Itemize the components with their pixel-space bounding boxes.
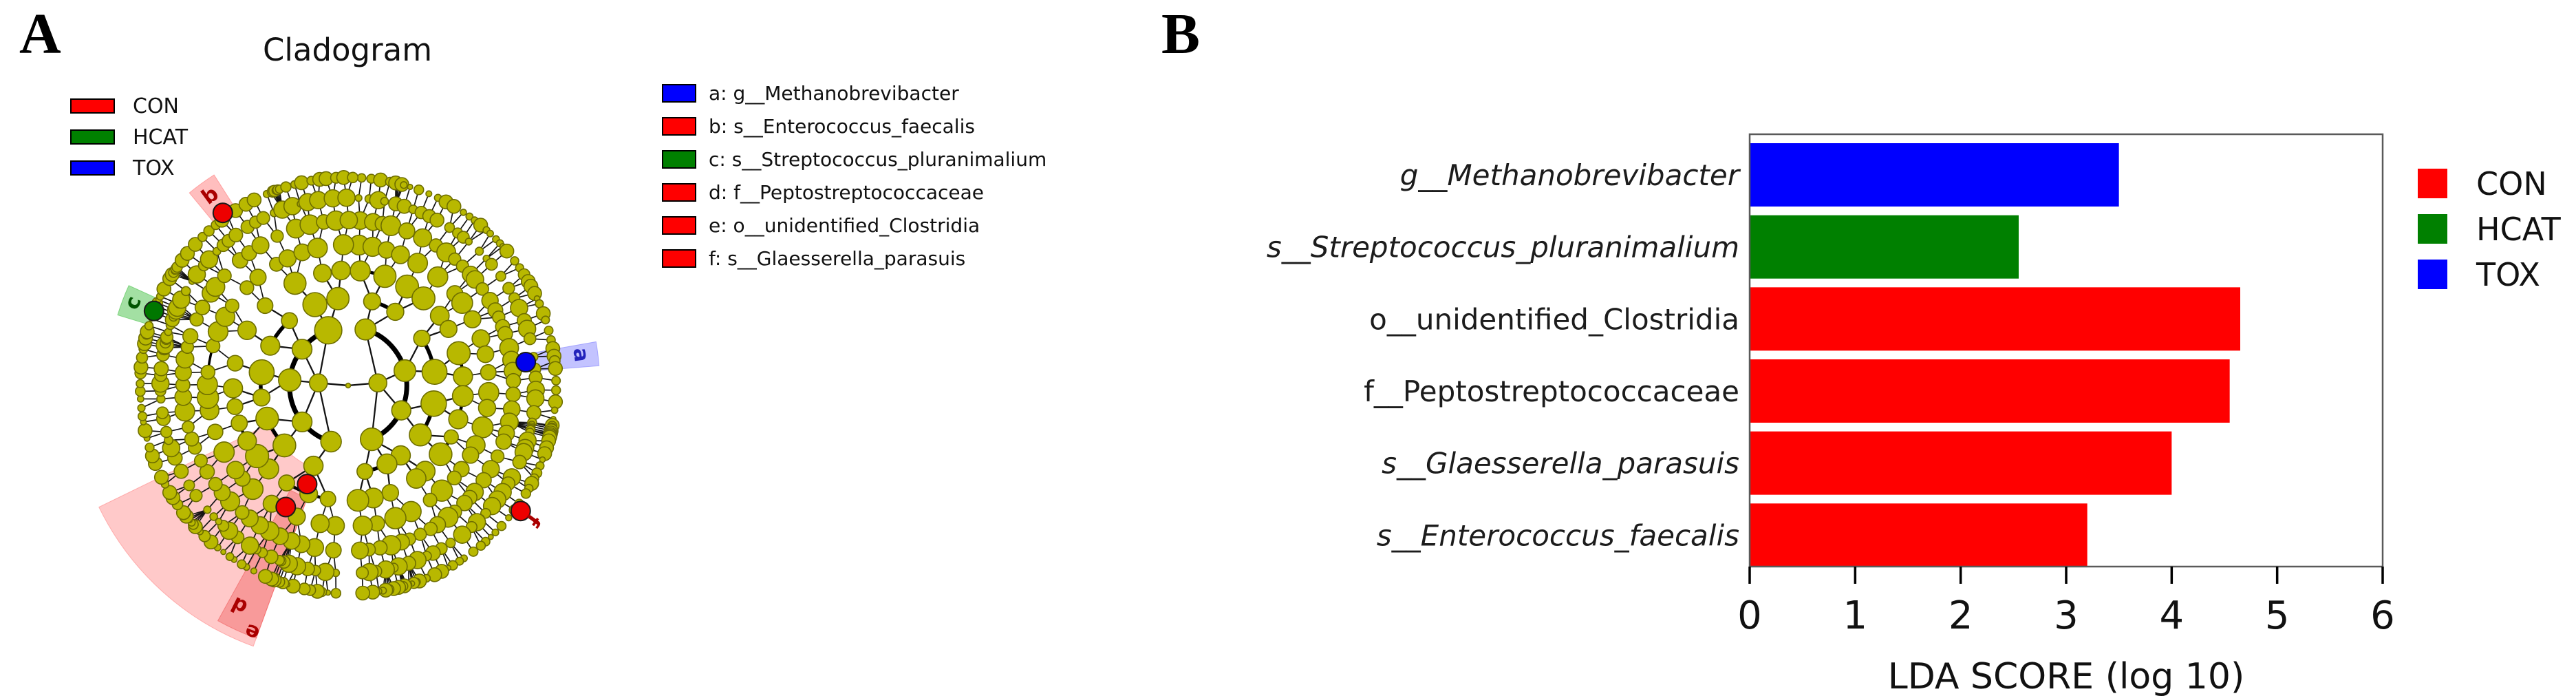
bar-g__Methanobrevibacter [1750, 143, 2119, 207]
lda-legend-item: CON [2418, 165, 2561, 202]
taxon-marker-a [515, 352, 537, 373]
group-legend-label: TOX [133, 156, 175, 180]
group-legend-label: HCAT [133, 125, 189, 149]
taxa-legend-item: e: o__unidentified_Clostridia [662, 214, 1046, 237]
lda-chart-legend: CON HCAT TOX [2418, 165, 2561, 305]
bar-s__Streptococcus_pluranimalium [1750, 215, 2019, 279]
category-label-o__unidentified_Clostridia: o__unidentified_Clostridia [1369, 302, 1739, 336]
x-tick-label-3: 3 [2054, 593, 2079, 638]
taxa-legend-item: d: f__Peptostreptococcaceae [662, 181, 1046, 204]
lda-legend-label: HCAT [2476, 210, 2561, 248]
taxa-legend-item: a: g__Methanobrevibacter [662, 82, 1046, 105]
category-label-g__Methanobrevibacter: g__Methanobrevibacter [1400, 158, 1741, 192]
lda-legend-label: TOX [2476, 255, 2540, 293]
lda-legend-label: CON [2476, 165, 2547, 202]
taxa-legend-label: e: o__unidentified_Clostridia [709, 214, 980, 237]
lda-legend-swatch [2418, 214, 2447, 244]
category-label-s__Enterococcus_faecalis: s__Enterococcus_faecalis [1377, 518, 1739, 552]
lda-legend-swatch [2418, 169, 2447, 198]
x-tick-label-0: 0 [1737, 593, 1762, 638]
group-legend-swatch [70, 160, 115, 176]
taxon-marker-c [143, 300, 164, 321]
cladogram-title: Cladogram [262, 32, 433, 68]
taxa-legend-swatch [662, 150, 696, 169]
taxa-legend: a: g__Methanobrevibacter b: s__Enterococc… [662, 82, 1047, 281]
x-axis: 0 1 2 3 4 5 6 [1737, 567, 2395, 638]
x-axis-title: LDA SCORE (log 10) [1888, 656, 2245, 696]
taxon-marker-e [275, 496, 297, 518]
x-tick-label-5: 5 [2265, 593, 2290, 638]
group-legend-item: TOX [70, 156, 188, 180]
bar-s__Glaesserella_parasuis [1750, 431, 2172, 495]
taxa-legend-swatch [662, 183, 696, 202]
category-label-s__Streptococcus_pluranimalium: s__Streptococcus_pluranimalium [1267, 231, 1739, 264]
group-legend-swatch [70, 129, 115, 145]
taxa-legend-label: b: s__Enterococcus_faecalis [709, 115, 975, 138]
bar-s__Enterococcus_faecalis [1750, 503, 2087, 567]
panel-a-label: A [19, 2, 61, 66]
taxa-legend-label: d: f__Peptostreptococcaceae [709, 181, 985, 204]
taxa-legend-swatch [662, 216, 696, 235]
bar-f__Peptostreptococcaceae [1750, 359, 2230, 423]
taxa-legend-label: a: g__Methanobrevibacter [709, 82, 959, 105]
group-legend-swatch [70, 98, 115, 114]
taxa-legend-swatch [662, 117, 696, 136]
taxon-marker-f [510, 500, 531, 522]
category-label-s__Glaesserella_parasuis: s__Glaesserella_parasuis [1382, 447, 1739, 481]
taxa-legend-item: f: s__Glaesserella_parasuis [662, 247, 1046, 270]
lda-legend-item: TOX [2418, 256, 2561, 293]
category-label-f__Peptostreptococcaceae: f__Peptostreptococcaceae [1364, 375, 1739, 408]
lda-legend-item: HCAT [2418, 211, 2561, 248]
group-legend: CON HCAT TOX [70, 94, 189, 190]
x-tick-label-6: 6 [2370, 593, 2395, 638]
group-legend-item: HCAT [70, 125, 189, 149]
taxa-legend-item: b: s__Enterococcus_faecalis [662, 115, 1046, 138]
lda-score-chart: g__Methanobrevibacter s__Streptococcus_pl… [1267, 133, 2395, 696]
taxon-marker-b [212, 202, 233, 224]
group-legend-item: CON [70, 94, 188, 118]
cladogram-nodes [133, 170, 564, 601]
bars [1750, 143, 2240, 567]
taxon-letter-a: a [568, 346, 593, 363]
taxa-legend-label: c: s__Streptococcus_pluranimalium [709, 148, 1047, 171]
taxa-legend-item: c: s__Streptococcus_pluranimalium [662, 148, 1047, 171]
x-tick-label-4: 4 [2160, 593, 2185, 638]
x-tick-label-1: 1 [1843, 593, 1868, 638]
panel-b-label: B [1161, 2, 1201, 66]
taxa-legend-label: f: s__Glaesserella_parasuis [709, 247, 966, 270]
group-legend-label: CON [133, 94, 180, 118]
x-tick-label-2: 2 [1949, 593, 1973, 638]
lda-legend-swatch [2418, 260, 2447, 289]
bar-o__unidentified_Clostridia [1750, 287, 2240, 351]
taxa-legend-swatch [662, 84, 696, 103]
taxa-legend-swatch [662, 249, 696, 268]
taxon-marker-d [297, 474, 318, 495]
